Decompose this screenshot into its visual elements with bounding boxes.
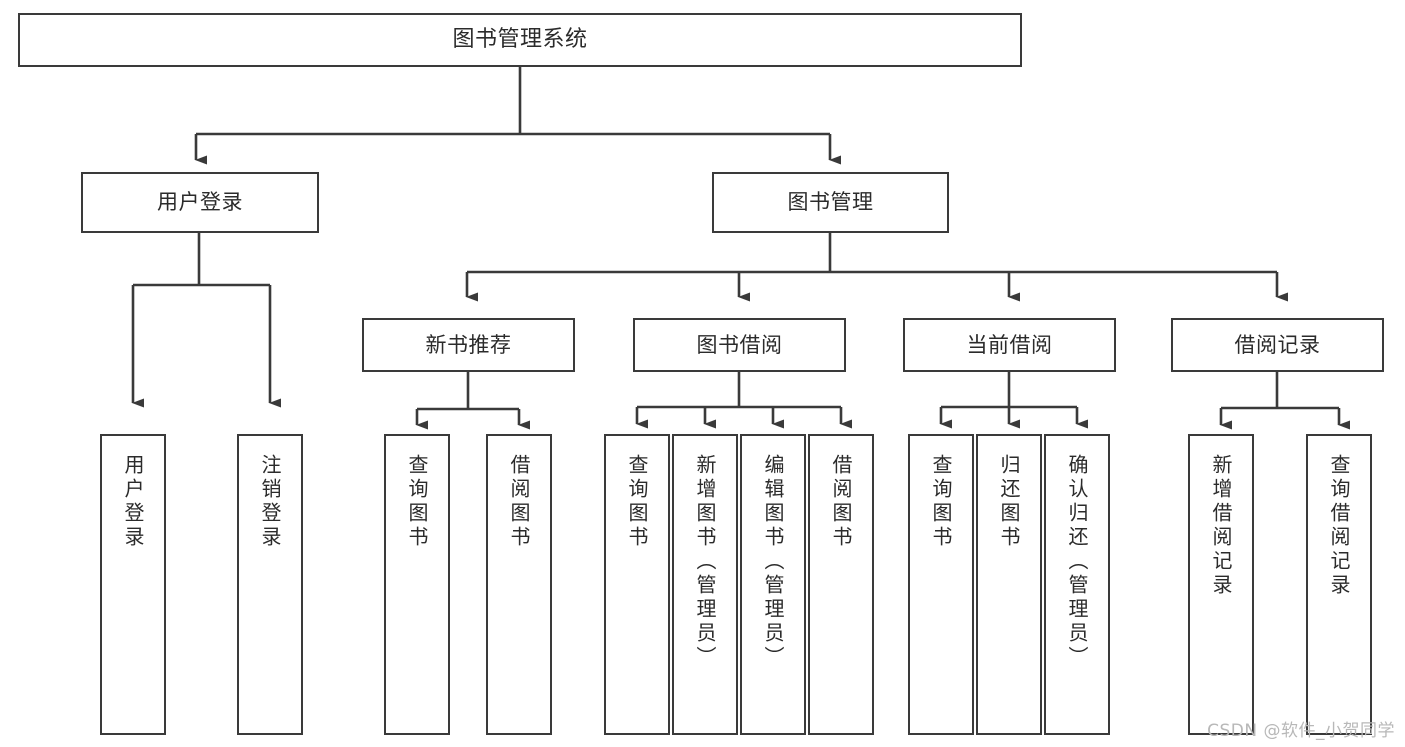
csdn-watermark: CSDN @软件_小贺同学	[1207, 721, 1395, 741]
leaf-label: 归还图书	[997, 454, 1021, 550]
node-label: 新书推荐	[425, 332, 512, 357]
leaf-user-login-logout[interactable]: 注销登录	[237, 434, 303, 735]
leaf-borrow-record-query-record[interactable]: 查询借阅记录	[1306, 434, 1372, 735]
leaf-new-book-query-book[interactable]: 查询图书	[384, 434, 450, 735]
leaf-label: 借阅图书	[829, 454, 853, 550]
leaf-book-borrow-add-book-admin[interactable]: 新增图书（管理员）	[672, 434, 738, 735]
leaf-book-borrow-query-book[interactable]: 查询图书	[604, 434, 670, 735]
leaf-label: 查询图书	[625, 454, 649, 550]
leaf-label: 查询图书	[929, 454, 953, 550]
leaf-label: 查询借阅记录	[1327, 454, 1351, 598]
node-label: 图书借阅	[696, 332, 783, 357]
leaf-current-borrow-confirm-return-admin[interactable]: 确认归还（管理员）	[1044, 434, 1110, 735]
node-label: 当前借阅	[966, 332, 1053, 357]
node-label: 借阅记录	[1234, 332, 1321, 357]
leaf-borrow-record-add-record[interactable]: 新增借阅记录	[1188, 434, 1254, 735]
node-root-book-management-system[interactable]: 图书管理系统	[18, 13, 1022, 67]
node-current-borrow[interactable]: 当前借阅	[903, 318, 1116, 372]
leaf-label: 注销登录	[258, 454, 282, 550]
leaf-label: 新增借阅记录	[1209, 454, 1233, 598]
node-label: 用户登录	[157, 190, 243, 215]
leaf-label: 用户登录	[121, 454, 145, 550]
leaf-book-borrow-borrow-book[interactable]: 借阅图书	[808, 434, 874, 735]
node-book-borrow[interactable]: 图书借阅	[633, 318, 846, 372]
node-book-management[interactable]: 图书管理	[712, 172, 949, 233]
node-label: 图书管理	[787, 190, 874, 215]
node-user-login[interactable]: 用户登录	[81, 172, 319, 233]
leaf-book-borrow-edit-book-admin[interactable]: 编辑图书（管理员）	[740, 434, 806, 735]
leaf-label: 借阅图书	[507, 454, 531, 550]
node-new-book-recommend[interactable]: 新书推荐	[362, 318, 575, 372]
node-borrow-record[interactable]: 借阅记录	[1171, 318, 1384, 372]
leaf-new-book-borrow-book[interactable]: 借阅图书	[486, 434, 552, 735]
leaf-current-borrow-query-book[interactable]: 查询图书	[908, 434, 974, 735]
leaf-label: 确认归还（管理员）	[1065, 454, 1089, 670]
leaf-label: 查询图书	[405, 454, 429, 550]
leaf-current-borrow-return-book[interactable]: 归还图书	[976, 434, 1042, 735]
node-label: 图书管理系统	[452, 27, 588, 53]
leaf-user-login-login[interactable]: 用户登录	[100, 434, 166, 735]
leaf-label: 编辑图书（管理员）	[761, 454, 785, 670]
leaf-label: 新增图书（管理员）	[693, 454, 717, 670]
